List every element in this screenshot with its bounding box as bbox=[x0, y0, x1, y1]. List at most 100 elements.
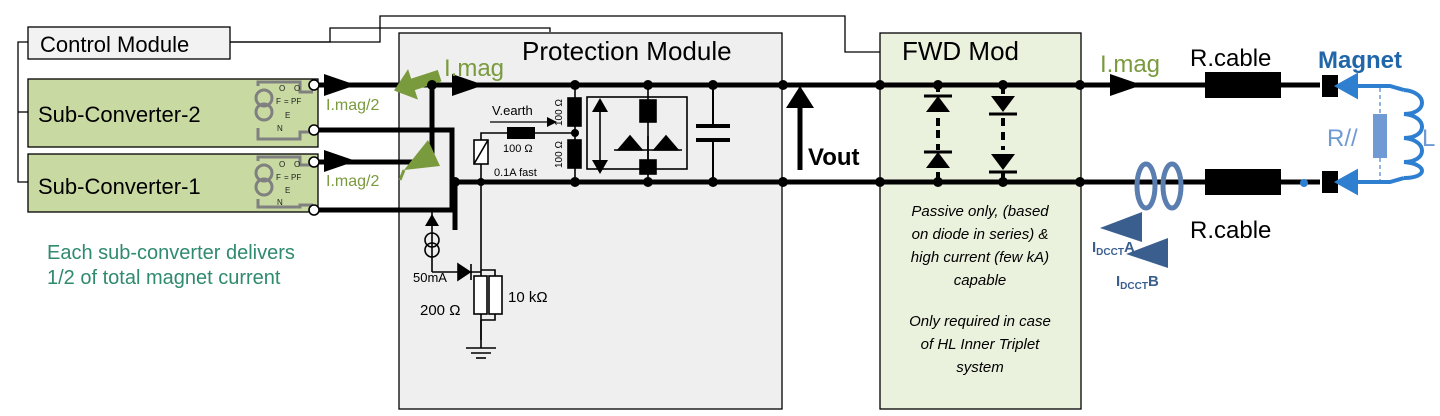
vout-arrow-line bbox=[786, 86, 814, 170]
fwd-module-box bbox=[879, 32, 1082, 410]
c1-e: E bbox=[285, 186, 290, 195]
protection-module-label: Protection Module bbox=[522, 36, 732, 66]
dcct-a-suffix: A bbox=[1124, 239, 1135, 256]
protection-module-box bbox=[398, 32, 783, 410]
current-source-label: 50mA bbox=[413, 270, 447, 285]
dcct-b-main: I bbox=[1116, 273, 1120, 290]
fwd-note-2: Only required in case of HL Inner Triple… bbox=[909, 313, 1051, 376]
cable-top bbox=[1205, 72, 1281, 98]
footnote-line-2: 1/2 of total magnet current bbox=[47, 267, 281, 289]
fwd-note-1-line-3: high current (few kA) bbox=[911, 249, 1049, 266]
footnote-line-1: Each sub-converter delivers bbox=[47, 242, 295, 264]
sub-converter-1-label: Sub-Converter-1 bbox=[38, 174, 201, 199]
vout-label: Vout bbox=[808, 144, 860, 171]
current-source-arrow bbox=[425, 214, 439, 226]
cable-bottom-node bbox=[1300, 179, 1308, 187]
fwd-diode-right-top bbox=[991, 96, 1015, 112]
fwd-note-1-line-1: Passive only, (based bbox=[911, 203, 1049, 220]
converter-terminals bbox=[308, 79, 320, 216]
c1-pf: PF bbox=[291, 173, 301, 182]
current-arrow-right bbox=[1110, 74, 1142, 96]
sub-converter-1-box: Sub-Converter-1 bbox=[27, 153, 319, 213]
control-module-label: Control Module bbox=[40, 32, 189, 57]
c1-n: N bbox=[277, 198, 283, 207]
fwd-note-2-line-2: of HL Inner Triplet bbox=[921, 336, 1040, 353]
v-earth-label: V.earth bbox=[492, 103, 533, 118]
converter-terminal-labels: O O F = PF E N O O F = PF E N bbox=[276, 84, 301, 207]
c1-o1: O bbox=[279, 160, 285, 169]
magnet-label: Magnet bbox=[1318, 47, 1402, 74]
c2-pf: PF bbox=[291, 97, 301, 106]
r-100-v2-label: 100 Ω bbox=[554, 141, 565, 168]
c2-n: N bbox=[277, 124, 283, 133]
junction-dots bbox=[427, 80, 1085, 187]
dcct-a-label: IDCCTA bbox=[1092, 239, 1135, 258]
sub-converter-2-label: Sub-Converter-2 bbox=[38, 102, 201, 127]
control-wiring bbox=[17, 15, 880, 183]
dcct-b-label: IDCCTB bbox=[1116, 273, 1159, 292]
sub-converter-2-box: Sub-Converter-2 bbox=[27, 78, 319, 148]
imag-half-top: I.mag/2 bbox=[326, 97, 379, 114]
earth-resistors bbox=[473, 269, 503, 321]
fwd-note-1-line-4: capable bbox=[954, 272, 1007, 289]
fwd-diode-left-top bbox=[926, 96, 950, 112]
dcct-b-suffix: B bbox=[1148, 273, 1159, 290]
c2-f: F bbox=[276, 97, 281, 106]
r-cable-bottom-label: R.cable bbox=[1190, 217, 1271, 244]
dcct-a-main: I bbox=[1092, 239, 1096, 256]
resistor-100-h bbox=[507, 127, 535, 139]
earth-detection bbox=[473, 85, 582, 340]
c2-o1: O bbox=[279, 84, 285, 93]
fwd-note-1: Passive only, (based on diode in series)… bbox=[911, 203, 1049, 289]
r-100-h-label: 100 Ω bbox=[503, 143, 533, 155]
c2-e: E bbox=[285, 111, 290, 120]
r-parallel-label: R// bbox=[1327, 125, 1358, 152]
c1-f: F bbox=[276, 173, 281, 182]
capacitor bbox=[696, 85, 730, 182]
dcct-b-sub: DCCT bbox=[1120, 281, 1148, 292]
c1-o2: O bbox=[294, 160, 300, 169]
r-10k-label: 10 kΩ bbox=[508, 289, 548, 306]
c2-o2: O bbox=[294, 84, 300, 93]
green-arrow-lower bbox=[404, 140, 440, 170]
current-arrow-top-left bbox=[324, 74, 356, 96]
current-arrow-top-left-2 bbox=[452, 74, 484, 96]
magnet-terminals bbox=[1322, 75, 1338, 193]
green-arrow-lower-tail bbox=[398, 169, 406, 181]
magnet-leads bbox=[1333, 72, 1424, 196]
bidirectional-arrow-down bbox=[592, 160, 608, 174]
fwd-diode-left-bottom bbox=[926, 152, 950, 168]
control-module-box: Control Module bbox=[27, 26, 231, 60]
r-200-label: 200 Ω bbox=[420, 302, 460, 319]
imag-top-left: I.mag bbox=[444, 55, 504, 82]
green-arrow-top bbox=[393, 69, 442, 100]
inductance-label: L bbox=[1422, 125, 1435, 152]
fwd-diode-right-bottom bbox=[991, 154, 1015, 170]
fwd-note-2-line-3: system bbox=[956, 359, 1004, 376]
fwd-module-label: FWD Mod bbox=[902, 36, 1019, 66]
magnet-parallel-resistor bbox=[1373, 88, 1387, 180]
dcct-a-arrow bbox=[1100, 212, 1142, 242]
dcct-b-arrow bbox=[1126, 238, 1168, 268]
earth-diode bbox=[457, 262, 472, 282]
fwd-note-1-line-2: on diode in series) & bbox=[912, 226, 1049, 243]
c2-eq: = bbox=[284, 97, 289, 106]
crowbar-block bbox=[586, 85, 688, 182]
current-arrow-bottom-left bbox=[324, 150, 356, 172]
dcct-rings bbox=[1134, 161, 1184, 211]
fuse-label: 0.1A fast bbox=[494, 167, 537, 179]
fwd-note-2-line-1: Only required in case bbox=[909, 313, 1051, 330]
dcct-a-sub: DCCT bbox=[1096, 247, 1124, 258]
imag-half-bottom: I.mag/2 bbox=[326, 173, 379, 190]
r-cable-top-label: R.cable bbox=[1190, 45, 1271, 72]
converter-2-internals bbox=[254, 80, 313, 141]
cable-bottom bbox=[1205, 169, 1281, 195]
imag-right: I.mag bbox=[1100, 51, 1160, 78]
converter-1-internals bbox=[254, 155, 313, 209]
ground-symbol bbox=[466, 320, 496, 359]
bidirectional-arrow-up bbox=[592, 98, 608, 112]
r-100-v1-label: 100 Ω bbox=[554, 99, 565, 126]
footnote: Each sub-converter delivers 1/2 of total… bbox=[47, 242, 295, 289]
c1-eq: = bbox=[284, 173, 289, 182]
